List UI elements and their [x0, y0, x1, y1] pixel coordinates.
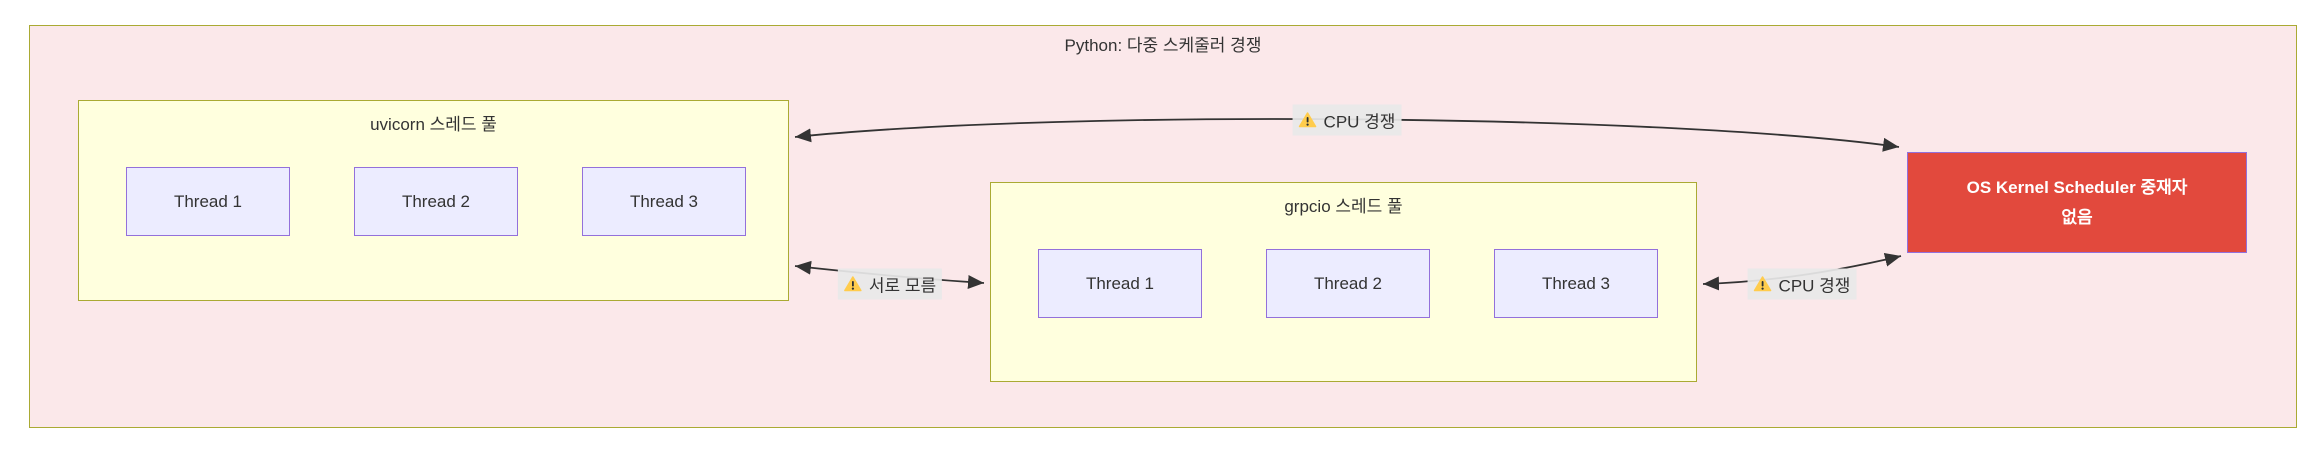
- edge-label-cpu-contention-right: CPU 경쟁: [1747, 268, 1857, 300]
- grpcio-thread-1-node: Thread 1: [1038, 249, 1202, 318]
- edge-label-unaware: 서로 모름: [837, 268, 943, 300]
- warning-icon: [1298, 112, 1317, 129]
- uvicorn-thread-3-node: Thread 3: [582, 167, 746, 236]
- node-label: Thread 2: [1313, 273, 1383, 293]
- os-kernel-scheduler-node: OS Kernel Scheduler 중재자 없음: [1907, 152, 2247, 253]
- node-label: Thread 1: [173, 191, 243, 211]
- edge-label-text: 서로 모름: [868, 276, 937, 296]
- node-label: Thread 3: [1541, 273, 1611, 293]
- subgraph-title: grpcio 스레드 풀: [1284, 197, 1403, 216]
- warning-icon: [1753, 276, 1772, 293]
- warning-icon: [844, 276, 862, 293]
- edge-label-text: CPU 경쟁: [1778, 276, 1851, 296]
- edge-label-cpu-contention-top: CPU 경쟁: [1292, 104, 1402, 136]
- node-label-line-2: 없음: [2061, 207, 2093, 227]
- uvicorn-thread-1-node: Thread 1: [126, 167, 290, 236]
- node-label-line-1: OS Kernel Scheduler 중재자: [1966, 177, 2188, 197]
- subgraph-title: uvicorn 스레드 풀: [370, 115, 497, 134]
- subgraph-grpcio-pool: grpcio 스레드 풀 Thread 1 Thread 2 Thread 3: [990, 182, 1697, 382]
- diagram-title: Python: 다중 스케줄러 경쟁: [1064, 36, 1262, 55]
- node-label: Thread 2: [401, 191, 471, 211]
- grpcio-thread-3-node: Thread 3: [1494, 249, 1658, 318]
- node-label: Thread 3: [629, 191, 699, 211]
- edge-label-text: CPU 경쟁: [1323, 112, 1396, 132]
- uvicorn-thread-2-node: Thread 2: [354, 167, 518, 236]
- subgraph-uvicorn-pool: uvicorn 스레드 풀 Thread 1 Thread 2 Thread 3: [78, 100, 789, 301]
- node-label: Thread 1: [1085, 273, 1155, 293]
- grpcio-thread-2-node: Thread 2: [1266, 249, 1430, 318]
